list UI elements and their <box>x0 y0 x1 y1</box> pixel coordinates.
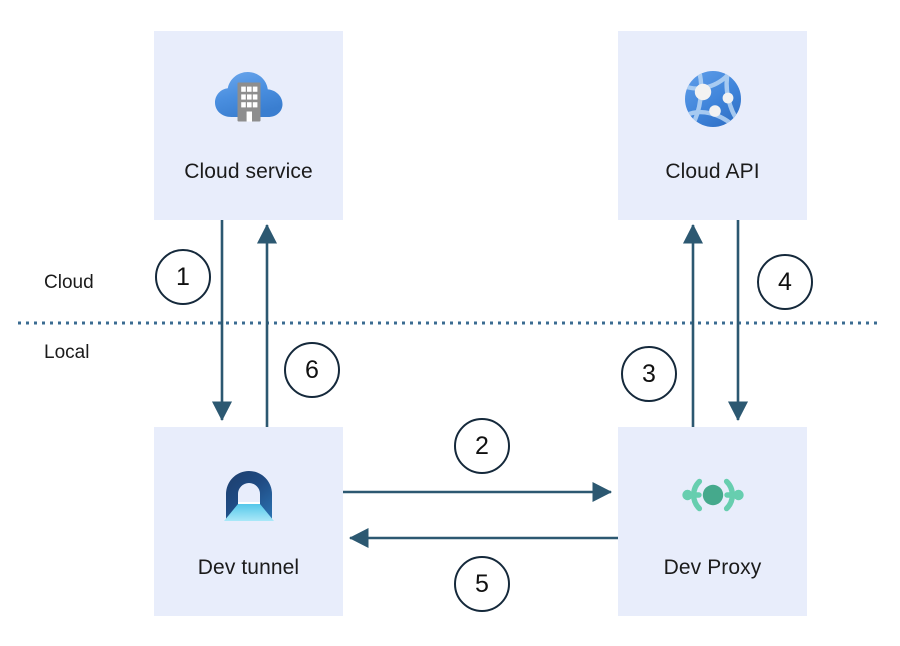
tunnel-icon <box>223 471 274 521</box>
node-label-cloud-service: Cloud service <box>184 160 313 183</box>
step-badge-4[interactable]: 4 <box>757 254 813 310</box>
node-cloud-service[interactable]: Cloud service <box>154 31 343 220</box>
step-badge-6[interactable]: 6 <box>284 342 340 398</box>
node-dev-proxy[interactable]: Dev Proxy <box>618 427 807 616</box>
cloud-building-icon <box>214 72 282 122</box>
globe-network-icon <box>684 71 741 127</box>
step-badge-3[interactable]: 3 <box>621 346 677 402</box>
node-label-dev-tunnel: Dev tunnel <box>197 556 300 579</box>
dev-proxy-icon <box>681 478 744 512</box>
step-badge-1[interactable]: 1 <box>155 249 211 305</box>
node-dev-tunnel[interactable]: Dev tunnel <box>154 427 343 616</box>
node-label-cloud-api: Cloud API <box>665 160 760 183</box>
zone-label-cloud: Cloud <box>44 272 94 293</box>
node-cloud-api[interactable]: Cloud API <box>618 31 807 220</box>
step-badge-5[interactable]: 5 <box>454 556 510 612</box>
zone-label-local: Local <box>44 342 90 363</box>
step-badge-2[interactable]: 2 <box>454 418 510 474</box>
node-label-dev-proxy: Dev Proxy <box>663 556 762 579</box>
